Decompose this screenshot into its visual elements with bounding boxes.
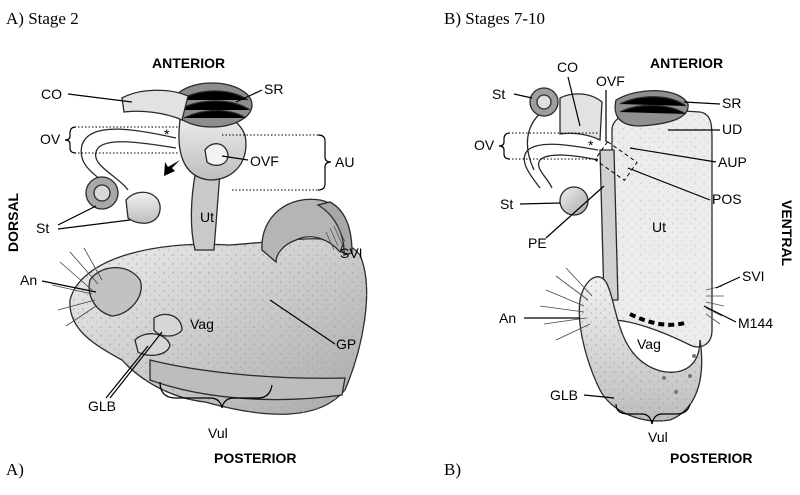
panel-a-hairs — [51, 247, 103, 327]
panel-a-au-brace — [317, 134, 332, 191]
panel-a-asterisk: * — [164, 126, 170, 142]
panel-b-footer: B) — [444, 460, 461, 479]
panel-a-posterior-label: POSTERIOR — [214, 450, 296, 466]
panel-a-label-an: An — [20, 272, 37, 288]
panel-a-dorsal-label: DORSAL — [5, 192, 21, 252]
panel-a-ov-brace — [64, 126, 77, 154]
panel-a-footer: A) — [6, 460, 24, 479]
panel-a-label-vag: Vag — [190, 316, 214, 332]
panel-b-anterior-label: ANTERIOR — [650, 55, 723, 71]
panel-a-organ-illustration — [51, 82, 368, 415]
panel-b-label-sr: SR — [722, 95, 741, 111]
panel-a-label-ov: OV — [40, 131, 61, 147]
panel-b-label-ov: OV — [474, 137, 495, 153]
panel-b-label-ut: Ut — [652, 219, 666, 235]
panel-a-label-co: CO — [41, 86, 62, 102]
panel-a-label-vul: Vul — [208, 425, 228, 441]
panel-a-label-st: St — [36, 220, 49, 236]
panel-b-seminal-receptacle — [614, 90, 689, 127]
panel-b-label-st-bottom: St — [500, 196, 513, 212]
panel-a: A) Stage 2 A) ANTERIOR POSTERIOR DORSAL — [5, 9, 368, 479]
panel-b-label-an: An — [499, 310, 516, 326]
panel-a-label-ovf: OVF — [250, 153, 279, 169]
panel-b-ventral-label: VENTRAL — [779, 200, 795, 267]
panel-b-title: B) Stages 7-10 — [444, 9, 545, 28]
panel-a-label-svi: SVI — [340, 245, 363, 261]
panel-b-label-vag: Vag — [637, 336, 661, 352]
panel-b-label-aup: AUP — [718, 154, 747, 170]
panel-b-label-ovf: OVF — [596, 73, 625, 89]
panel-b-label-glb: GLB — [550, 387, 578, 403]
panel-b-dashed-boundary — [629, 312, 689, 327]
panel-b-label-vul: Vul — [648, 429, 668, 445]
panel-b-vul-brace — [615, 403, 691, 425]
panel-b: B) Stages 7-10 B) ANTERIOR POSTERIOR VEN… — [444, 9, 795, 479]
panel-a-arrowhead — [164, 160, 180, 176]
panel-b-label-co: CO — [557, 59, 578, 75]
panel-a-vul-brace — [159, 381, 273, 409]
panel-b-ov-brace — [498, 132, 511, 160]
panel-a-title: A) Stage 2 — [6, 9, 79, 28]
panel-a-label-ut: Ut — [200, 209, 214, 225]
panel-b-posterior-label: POSTERIOR — [670, 450, 752, 466]
panel-a-anterior-label: ANTERIOR — [152, 55, 225, 71]
panel-b-asterisk: * — [588, 137, 594, 153]
panel-a-label-gp: GP — [336, 336, 356, 352]
panel-b-label-pe: PE — [528, 235, 547, 251]
panel-b-label-m144: M144 — [738, 315, 773, 331]
panel-a-seminal-receptacle — [171, 82, 253, 128]
panel-b-label-svi: SVI — [742, 268, 765, 284]
panel-b-organ-illustration — [523, 87, 725, 422]
panel-b-label-ud: UD — [722, 121, 742, 137]
panel-b-label-pos: POS — [712, 191, 742, 207]
panel-a-label-sr: SR — [264, 81, 283, 97]
panel-a-label-au: AU — [335, 154, 354, 170]
panel-a-label-glb: GLB — [88, 398, 116, 414]
panel-b-label-st-top: St — [492, 86, 505, 102]
